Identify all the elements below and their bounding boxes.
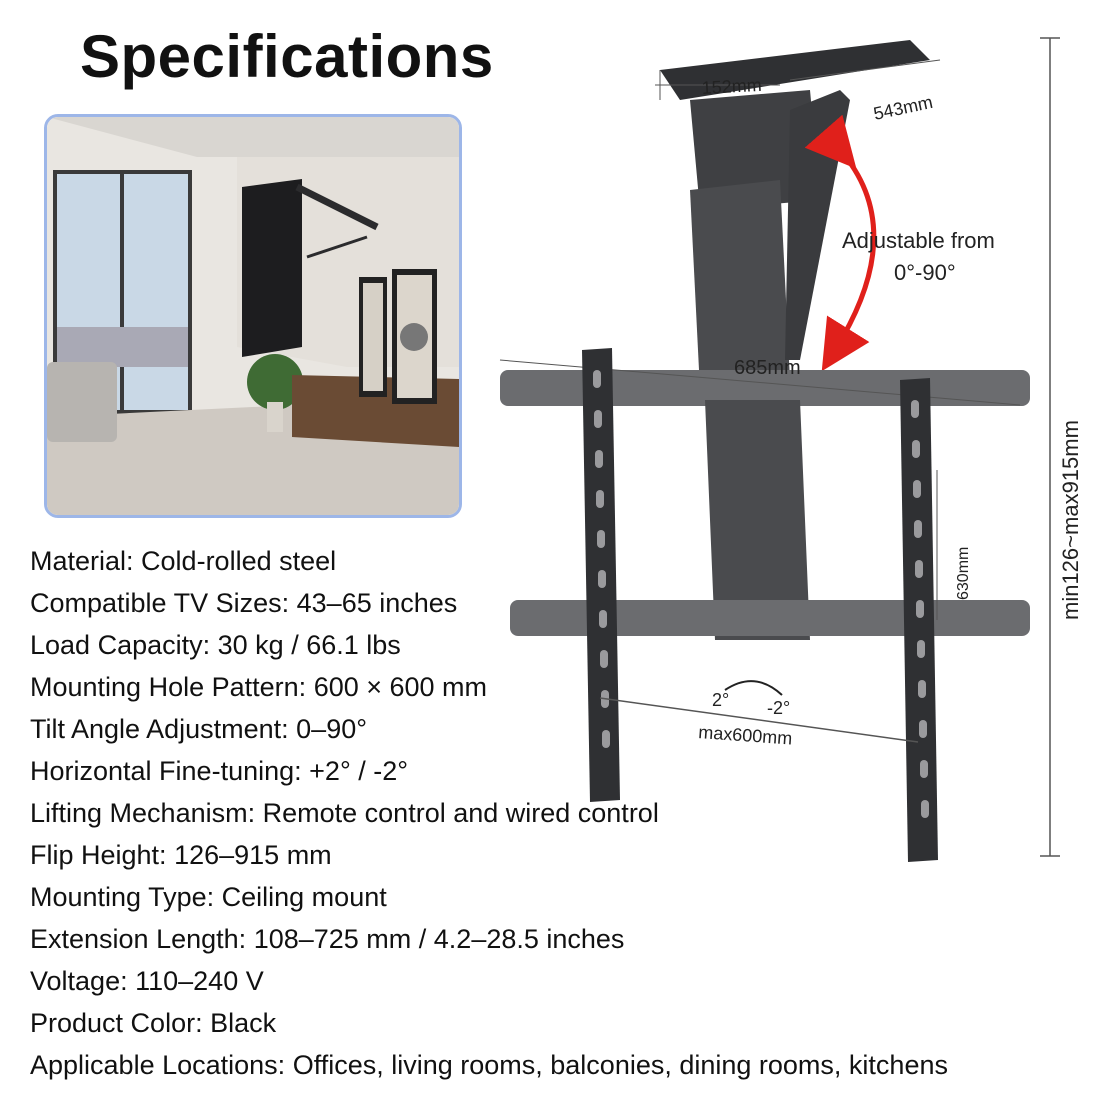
dim-height-label: min126~max915mm	[1058, 420, 1083, 620]
spec-item-flip-height: Flip Height: 126–915 mm	[30, 840, 332, 870]
spec-item-voltage: Voltage: 110–240 V	[30, 966, 264, 996]
adjust-label-line1: Adjustable from	[842, 228, 995, 253]
spec-list: Material: Cold-rolled steel Compatible T…	[30, 540, 948, 1086]
dim-543-label: 543mm	[872, 92, 935, 124]
adjust-label-line2: 0°-90°	[894, 260, 956, 285]
spec-item-tv-sizes: Compatible TV Sizes: 43–65 inches	[30, 588, 458, 618]
tilt-right-label: -2°	[767, 698, 790, 718]
spec-item-load: Load Capacity: 30 kg / 66.1 lbs	[30, 630, 401, 660]
mount-diagram: 152mm 543mm Adjustable from 0°-90° 685mm…	[490, 30, 1090, 870]
dim-630-label: 630mm	[955, 547, 972, 600]
spec-item-hole-pattern: Mounting Hole Pattern: 600 × 600 mm	[30, 672, 488, 702]
spec-item-lifting: Lifting Mechanism: Remote control and wi…	[30, 798, 659, 828]
page-title: Specifications	[80, 23, 494, 90]
tilt-left-label: 2°	[712, 690, 729, 710]
dim-600-label: max600mm	[698, 722, 793, 749]
room-photo	[44, 114, 462, 518]
dim-152-label: 152mm	[701, 75, 762, 98]
spec-item-tilt: Tilt Angle Adjustment: 0–90°	[30, 714, 368, 744]
spec-item-color: Product Color: Black	[30, 1008, 277, 1038]
spec-item-fine-tuning: Horizontal Fine-tuning: +2° / -2°	[30, 756, 409, 786]
spec-item-locations: Applicable Locations: Offices, living ro…	[30, 1050, 948, 1080]
spec-item-mount-type: Mounting Type: Ceiling mount	[30, 882, 387, 912]
dim-685-label: 685mm	[734, 357, 801, 379]
spec-item-extension: Extension Length: 108–725 mm / 4.2–28.5 …	[30, 924, 625, 954]
spec-item-material: Material: Cold-rolled steel	[30, 546, 337, 576]
